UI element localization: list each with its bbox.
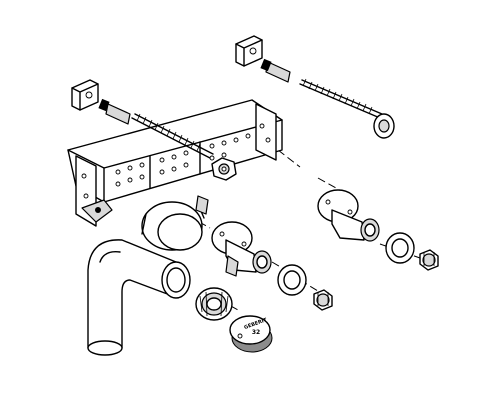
plug-right <box>419 249 439 271</box>
washer-right <box>385 232 415 264</box>
threaded-socket <box>195 287 233 321</box>
elbow-fitting-center <box>211 221 272 277</box>
bend-pipe <box>87 239 191 356</box>
frame-holes <box>81 123 271 199</box>
washer-center <box>277 264 307 296</box>
cover-cap: GEBERIT 32 <box>229 315 273 353</box>
hex-nut <box>211 157 237 181</box>
threaded-rod-left <box>131 113 214 159</box>
threaded-rod-right <box>299 78 395 139</box>
pipe-clamp-ring <box>141 195 209 251</box>
wall-anchor-right <box>235 35 291 83</box>
wall-anchor-left <box>71 79 131 125</box>
cap-size-label: 32 <box>252 329 260 336</box>
elbow-fitting-right <box>317 189 380 242</box>
plug-center <box>313 289 333 311</box>
mounting-frame <box>67 99 283 227</box>
